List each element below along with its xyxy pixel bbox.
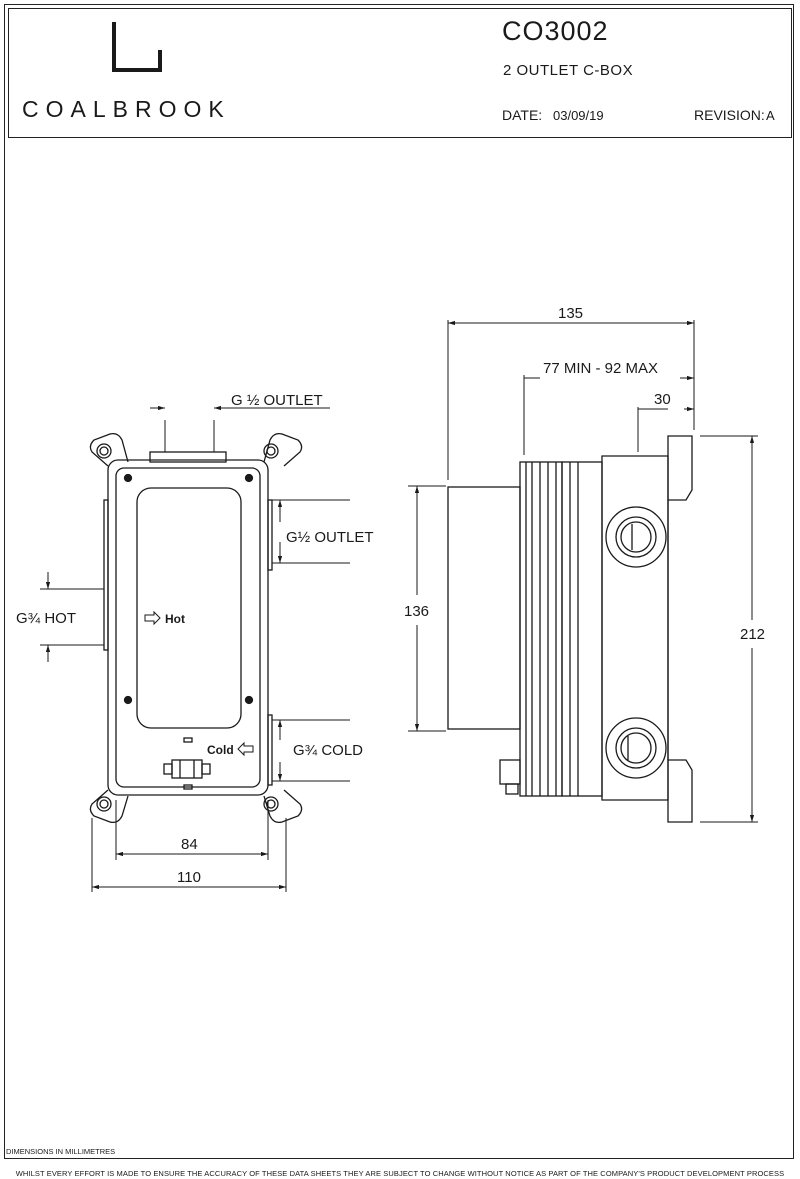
ear-top-left bbox=[89, 432, 129, 467]
date-value: 03/09/19 bbox=[553, 108, 604, 123]
dim-body-height: 136 bbox=[404, 603, 429, 620]
dim-depth: 135 bbox=[558, 305, 583, 322]
ear-top-right bbox=[263, 432, 303, 467]
side-outlet-port bbox=[267, 499, 273, 571]
ear-bottom-left bbox=[89, 789, 129, 824]
top-outlet-spigot bbox=[149, 451, 227, 463]
upper-outlet-ring bbox=[605, 506, 667, 568]
side-dimensions bbox=[408, 320, 758, 823]
label-side-outlet: G½ OUTLET bbox=[286, 529, 374, 546]
front-flange-bottom bbox=[667, 759, 693, 823]
coalbrook-logo-icon bbox=[112, 22, 162, 72]
drawing-frame bbox=[4, 4, 794, 1159]
date-label: DATE: bbox=[502, 107, 543, 123]
front-dimensions bbox=[40, 405, 350, 892]
sleeve bbox=[561, 461, 603, 797]
product-code: CO3002 bbox=[502, 16, 609, 46]
brand-name: COALBROOK bbox=[22, 96, 231, 122]
side-view bbox=[447, 435, 693, 823]
back-plate bbox=[447, 486, 521, 730]
ear-bottom-right bbox=[263, 789, 303, 824]
product-name: 2 OUTLET C-BOX bbox=[503, 62, 634, 79]
label-top-outlet: G ½ OUTLET bbox=[231, 392, 323, 409]
front-flange bbox=[667, 435, 693, 501]
ear-hole-tl bbox=[96, 443, 112, 459]
cold-arrow-icon bbox=[237, 741, 254, 757]
hot-port bbox=[103, 499, 109, 651]
lower-outlet-ring bbox=[605, 717, 667, 779]
ear-hole-br bbox=[263, 796, 279, 812]
dim-flange: 30 bbox=[654, 391, 671, 408]
ear-hole-bl bbox=[96, 796, 112, 812]
revision-label: REVISION: bbox=[694, 107, 765, 123]
valve-fitting bbox=[171, 759, 203, 779]
label-hot: G¾ HOT bbox=[16, 610, 76, 627]
title-block bbox=[8, 8, 792, 138]
units-note: DIMENSIONS IN MILLIMETRES bbox=[6, 1147, 116, 1156]
dim-outer-width: 110 bbox=[177, 869, 201, 886]
hot-arrow-icon bbox=[144, 610, 161, 626]
ear-hole-tr bbox=[263, 443, 279, 459]
dim-adjust: 77 MIN - 92 MAX bbox=[543, 360, 658, 377]
revision-value: A bbox=[766, 108, 775, 123]
inner-hot-label: Hot bbox=[165, 612, 185, 626]
box-window bbox=[136, 487, 242, 729]
label-cold: G¾ COLD bbox=[293, 742, 363, 759]
dim-overall-height: 212 bbox=[740, 626, 765, 643]
cold-port bbox=[267, 714, 273, 786]
box-body-inner bbox=[115, 467, 261, 788]
front-view bbox=[89, 420, 303, 824]
disclaimer: WHILST EVERY EFFORT IS MADE TO ENSURE TH… bbox=[15, 1169, 785, 1178]
inner-cold-label: Cold bbox=[207, 743, 234, 757]
dim-inner-width: 84 bbox=[181, 836, 198, 853]
